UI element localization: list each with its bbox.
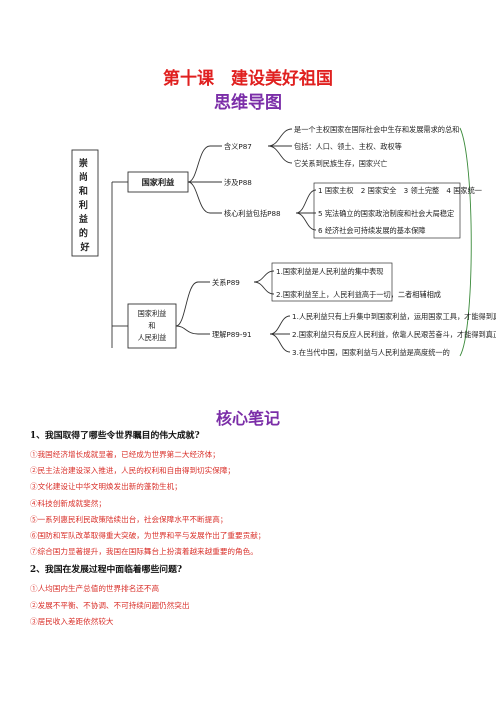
branch-national-interest [127, 171, 189, 193]
hexin-box [313, 182, 461, 239]
lijie-item: 2.国家利益只有反应人民利益，依靠人民艰苦奋斗，才能得到真正的实现 [292, 330, 496, 339]
answer-item: ⑥国防和军队改革取得重大突破，为世界和平与发展作出了重要贡献； [30, 530, 266, 540]
notes-heading: 核心笔记 [215, 409, 280, 428]
branch2-line: 国家利益 [138, 309, 167, 318]
answer-item: ②民主法治建设深入推进，人民的权利和自由得到切实保障； [30, 466, 236, 476]
answer-item: ④科技创新成就斐然； [30, 498, 106, 508]
branch2-line: 和 [148, 321, 155, 330]
hexin-item: 6 经济社会可持续发展的基本保障 [318, 226, 425, 235]
hanyi-item: 它关系到民族生存，国家兴亡 [294, 159, 387, 168]
hexin-item: 1 国家主权 2 国家安全 3 领土完整 4 国家统一 [318, 186, 482, 195]
hexin-item: 5 宪法确立的国家政治制度和社会大局稳定 [318, 209, 454, 218]
node-hexin: 核心利益包括P88 [224, 209, 281, 218]
answer-item: ③居民收入差距依然较大 [30, 616, 114, 626]
branch2-line: 人民利益 [138, 333, 167, 342]
node-hanyi: 含义P87 [224, 142, 252, 151]
answer-item: ①我国经济增长成就显著，已经成为世界第二大经济体； [30, 450, 220, 459]
branch-national-people-interest [127, 303, 177, 349]
question-2: 2、我国在发展过程中面临着哪些问题? [30, 565, 183, 576]
node-lijie: 理解P89-91 [212, 330, 252, 339]
core-notes: 1、我国取得了哪些令世界瞩目的伟大成就? ①我国经济增长成就显著，已经成为世界第… [30, 430, 470, 632]
answer-item: ②发展不平衡、不协调、不可持续问题仍然突出 [30, 600, 190, 610]
answer-item: ⑤一系列惠民利民政策陆续出台，社会保障水平不断提高； [30, 514, 228, 524]
guanxi-box [271, 262, 393, 302]
mindmap-lines [111, 127, 472, 357]
lijie-item: 3.在当代中国，国家利益与人民利益是高度统一的 [292, 348, 450, 357]
question-1: 1、我国取得了哪些令世界瞩目的伟大成就? [30, 431, 200, 441]
node-shejii: 涉及P88 [224, 178, 252, 187]
guanxi-item: 1.国家利益是人民利益的集中表现 [276, 267, 383, 276]
mindmap: 崇 尚 和 利 益 的 好 国家利益 含义P87 涉及P88 核心利益包括P88… [71, 125, 496, 357]
branch-national-interest-label: 国家利益 [142, 177, 175, 187]
hanyi-item: 包括：人口、领土、主权、政权等 [294, 142, 402, 151]
node-guanxi: 关系P89 [212, 278, 240, 287]
lesson-title: 第十课 建设美好祖国 [163, 69, 333, 89]
answer-item: ⑦综合国力显著提升，我国在国际舞台上扮演着越来越重要的角色。 [30, 547, 258, 557]
mindmap-subtitle: 思维导图 [214, 93, 282, 113]
answer-item: ③文化建设让中华文明焕发出新的蓬勃生机； [30, 482, 182, 492]
root-node [71, 149, 99, 257]
guanxi-item: 2.国家利益至上，人民利益高于一切，二者相辅相成 [276, 290, 441, 299]
hanyi-item: 是一个主权国家在国际社会中生存和发展需求的总和 [294, 125, 459, 134]
lijie-item: 1.人民利益只有上升集中到国家利益，运用国家工具，才能得到真正维护 [292, 312, 496, 321]
root-label: 崇 尚 和 利 益 的 好 [78, 157, 91, 253]
answer-item: ①人均国内生产总值的世界排名还不高 [30, 584, 160, 594]
